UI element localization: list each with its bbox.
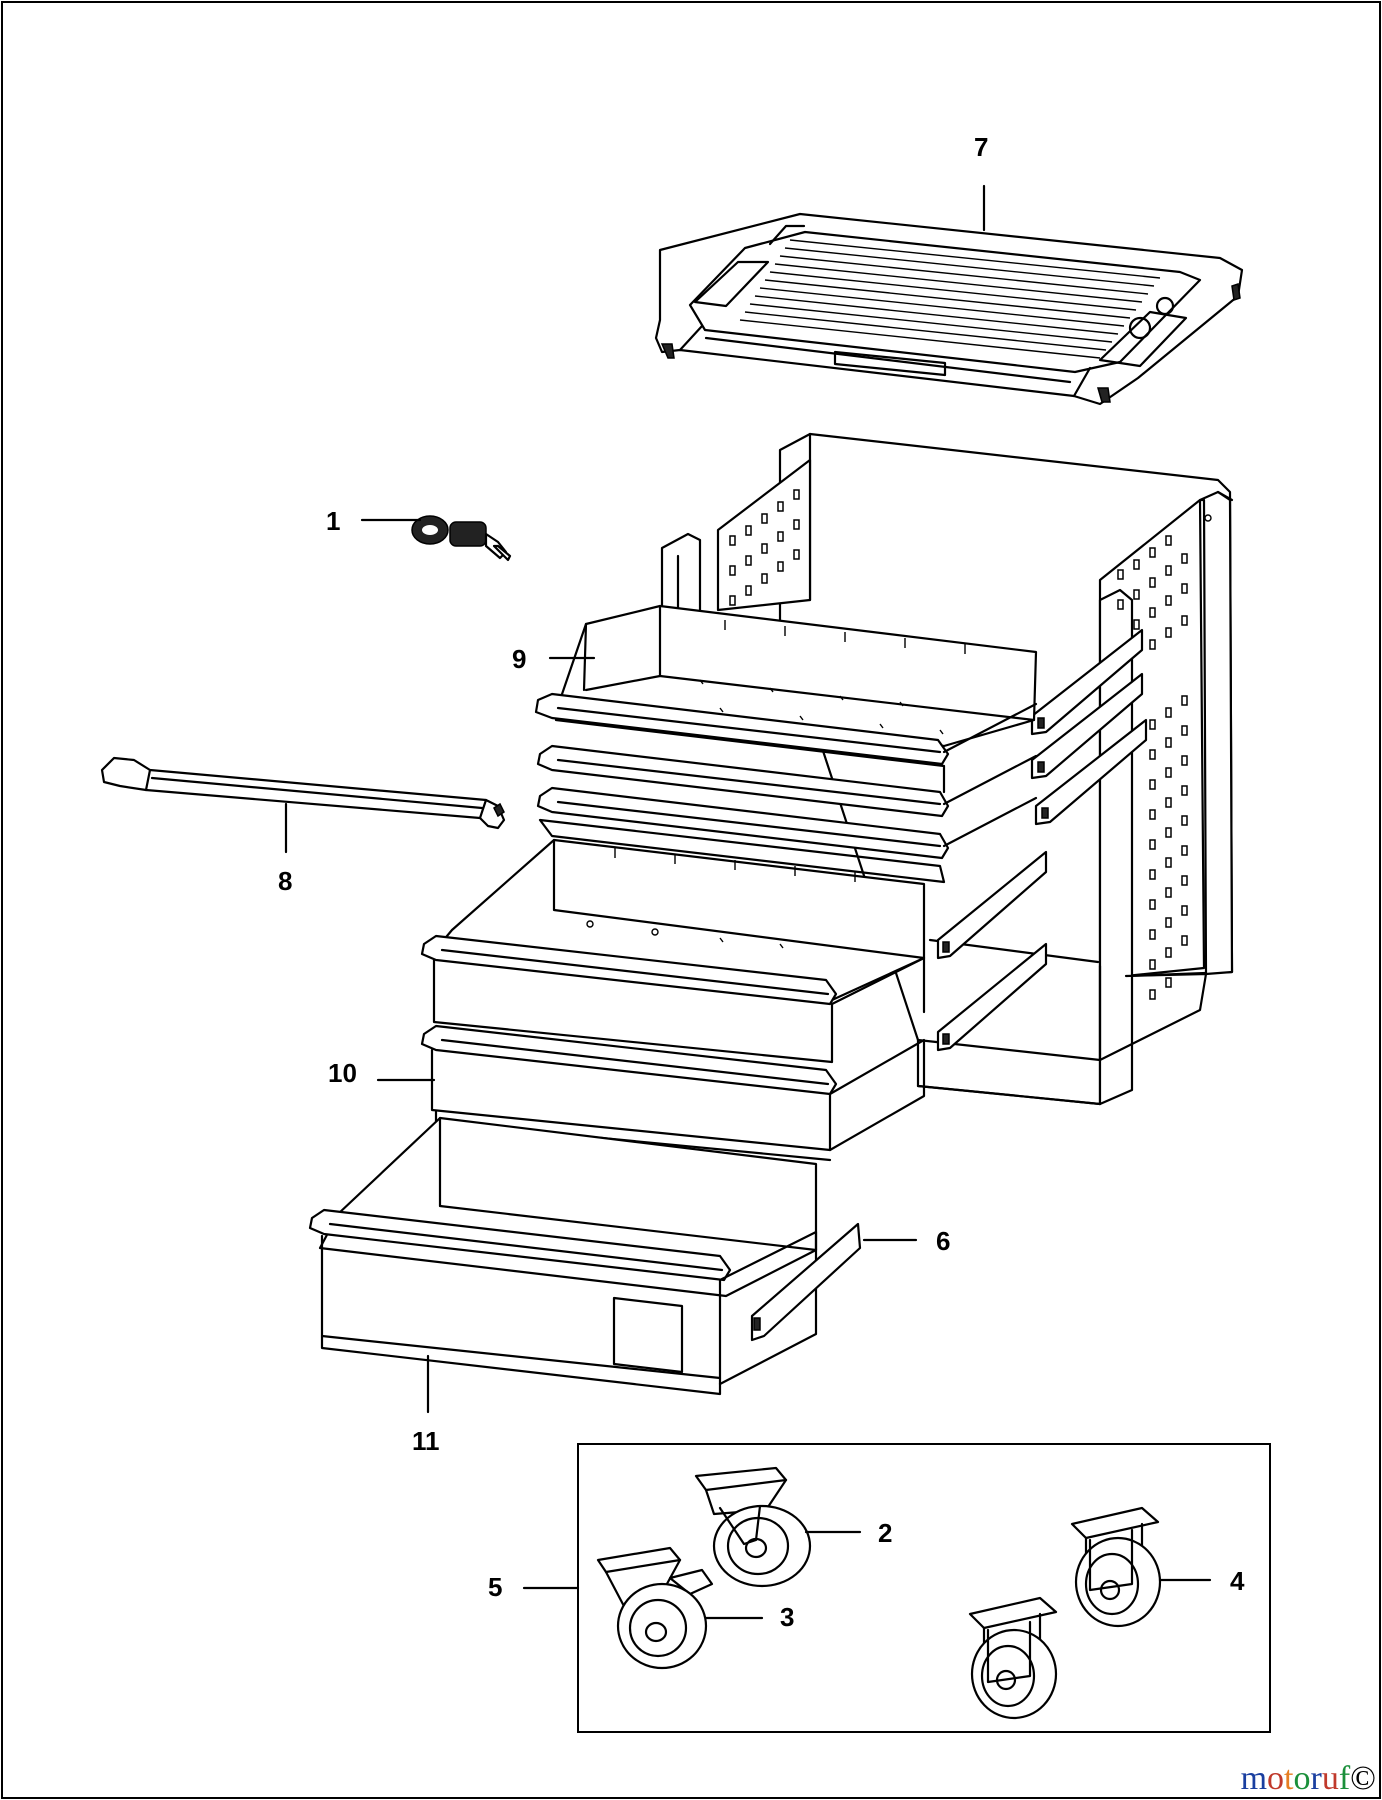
drawer-slides-lower bbox=[936, 850, 1048, 1052]
swivel-caster-brake bbox=[596, 1546, 714, 1670]
callout-2: 2 bbox=[878, 1518, 892, 1548]
watermark-letter: m bbox=[1240, 1760, 1268, 1797]
callout-1: 1 bbox=[326, 506, 340, 536]
callout-11: 11 bbox=[412, 1426, 440, 1456]
top-tray bbox=[654, 212, 1244, 406]
watermark-letter: r bbox=[1310, 1760, 1322, 1797]
pegboard-holes bbox=[729, 489, 1212, 1000]
watermark-letter: u bbox=[1321, 1760, 1339, 1797]
callout-10: 10 bbox=[328, 1058, 357, 1088]
medium-drawer-stack bbox=[420, 838, 926, 1162]
small-drawer-stack bbox=[534, 604, 1038, 884]
copyright-icon: © bbox=[1350, 1760, 1376, 1797]
watermark-logo: motoruf© bbox=[1241, 1760, 1376, 1798]
fixed-caster bbox=[1070, 1506, 1162, 1628]
watermark-letter: o bbox=[1293, 1760, 1311, 1797]
callout-7: 7 bbox=[974, 132, 988, 162]
leader-lines bbox=[284, 184, 1212, 1620]
fixed-caster-lower bbox=[968, 1596, 1058, 1720]
watermark-letter: t bbox=[1284, 1760, 1294, 1797]
side-handle bbox=[100, 756, 506, 830]
callout-6: 6 bbox=[936, 1226, 950, 1256]
watermark-letter: f bbox=[1338, 1760, 1351, 1797]
large-drawer bbox=[308, 1116, 862, 1396]
swivel-caster bbox=[694, 1466, 812, 1588]
callout-3: 3 bbox=[780, 1602, 794, 1632]
watermark-letter: o bbox=[1267, 1760, 1285, 1797]
callout-9: 9 bbox=[512, 644, 526, 674]
callout-4: 4 bbox=[1230, 1566, 1245, 1596]
callout-5: 5 bbox=[488, 1572, 502, 1602]
lock bbox=[411, 515, 512, 562]
callout-labels: 7 1 9 8 10 6 11 2 3 4 5 bbox=[278, 132, 1245, 1632]
drawer-slides-upper bbox=[1030, 628, 1148, 826]
callout-8: 8 bbox=[278, 866, 292, 896]
